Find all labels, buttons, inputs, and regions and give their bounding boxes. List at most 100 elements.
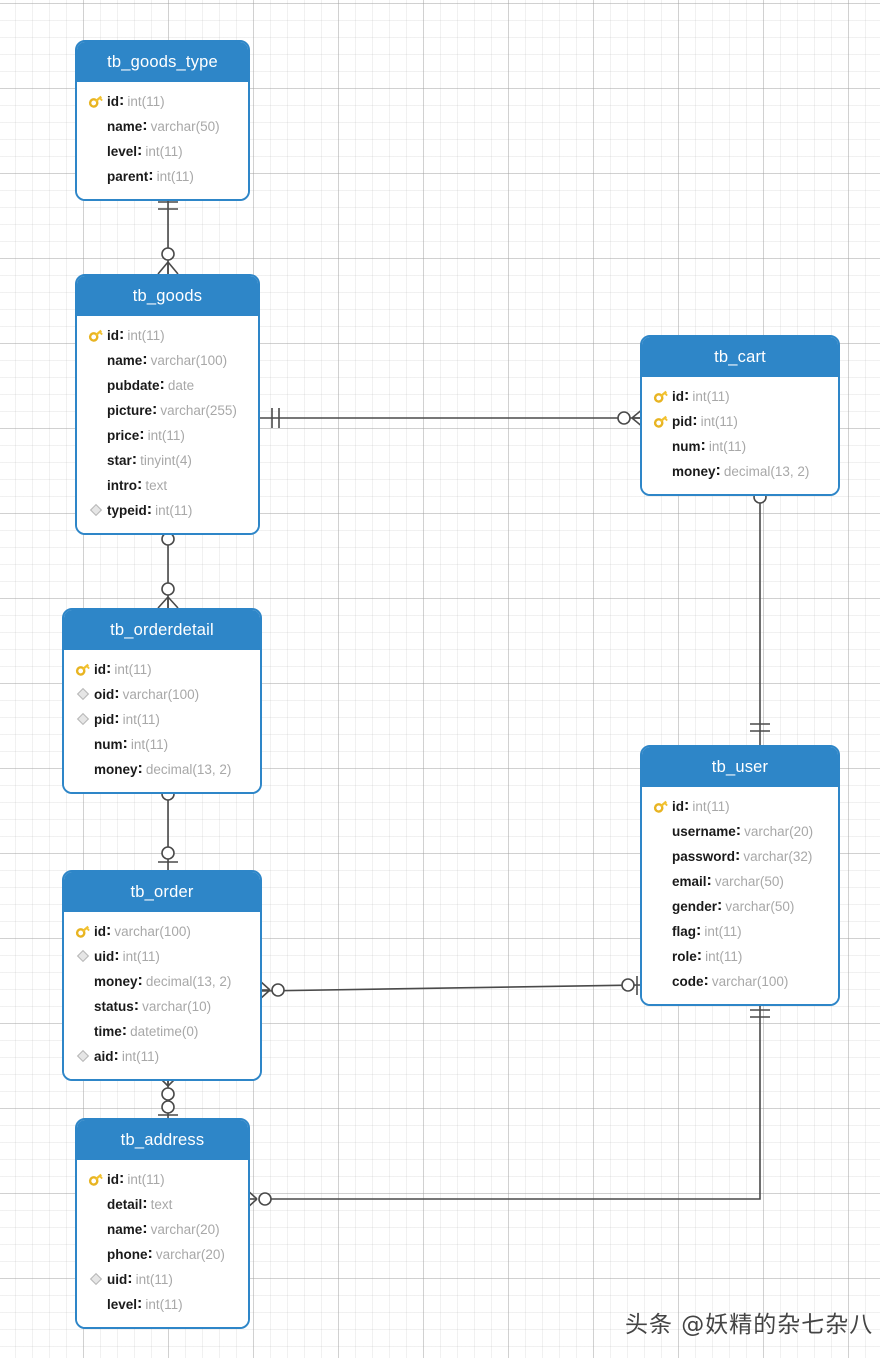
field-row[interactable]: name:varchar(50) (77, 114, 248, 139)
field-row[interactable]: id:int(11) (77, 323, 258, 348)
field-row[interactable]: level:int(11) (77, 139, 248, 164)
field-colon: : (137, 142, 143, 159)
field-row[interactable]: id:int(11) (64, 657, 260, 682)
field-row[interactable]: role:int(11) (642, 944, 838, 969)
field-colon: : (692, 412, 698, 429)
field-name: id (107, 93, 119, 109)
field-name: num (672, 438, 701, 454)
field-name: uid (107, 1271, 128, 1287)
field-icon-none (650, 822, 672, 840)
field-colon: : (146, 501, 153, 518)
field-name: email (672, 873, 707, 889)
field-row[interactable]: star:tinyint(4) (77, 448, 258, 473)
field-row[interactable]: num:int(11) (642, 434, 838, 459)
field-row[interactable]: price:int(11) (77, 423, 258, 448)
field-name: aid (94, 1048, 114, 1064)
field-type: int(11) (700, 413, 738, 429)
field-colon: : (113, 1047, 119, 1064)
entity-fields-tb_user: id:int(11)username:varchar(20)password:v… (642, 786, 838, 1004)
field-row[interactable]: id:int(11) (642, 794, 838, 819)
field-row[interactable]: parent:int(11) (77, 164, 248, 189)
field-row[interactable]: uid:int(11) (77, 1267, 248, 1292)
field-name: typeid (107, 502, 147, 518)
field-row[interactable]: money:decimal(13, 2) (64, 757, 260, 782)
field-colon: : (684, 797, 690, 814)
field-icon-none (85, 476, 107, 494)
field-type: int(11) (692, 798, 730, 814)
field-type: int(11) (147, 427, 185, 443)
entity-fields-tb_goods_type: id:int(11)name:varchar(50)level:int(11)p… (77, 81, 248, 199)
field-name: id (672, 798, 684, 814)
field-row[interactable]: money:decimal(13, 2) (642, 459, 838, 484)
field-row[interactable]: intro:text (77, 473, 258, 498)
field-row[interactable]: oid:varchar(100) (64, 682, 260, 707)
field-row[interactable]: gender:varchar(50) (642, 894, 838, 919)
field-row[interactable]: id:int(11) (77, 89, 248, 114)
field-name: code (672, 973, 704, 989)
field-icon-none (72, 760, 94, 778)
field-icon-none (72, 997, 94, 1015)
field-type: int(11) (156, 168, 194, 184)
field-row[interactable]: flag:int(11) (642, 919, 838, 944)
field-row[interactable]: id:int(11) (77, 1167, 248, 1192)
field-type: text (145, 477, 168, 493)
field-row[interactable]: aid:int(11) (64, 1044, 260, 1069)
field-row[interactable]: num:int(11) (64, 732, 260, 757)
field-colon: : (684, 387, 690, 404)
index-key-icon (72, 947, 94, 965)
field-row[interactable]: id:int(11) (642, 384, 838, 409)
field-row[interactable]: code:varchar(100) (642, 969, 838, 994)
field-icon-none (72, 1022, 94, 1040)
field-row[interactable]: level:int(11) (77, 1292, 248, 1317)
field-type: varchar(100) (114, 923, 191, 939)
field-colon: : (119, 1170, 125, 1187)
primary-key-icon (85, 1170, 107, 1188)
connector-cart-user (749, 477, 771, 745)
field-type: int(11) (122, 711, 160, 727)
field-row[interactable]: pubdate:date (77, 373, 258, 398)
field-row[interactable]: phone:varchar(20) (77, 1242, 248, 1267)
field-row[interactable]: time:datetime(0) (64, 1019, 260, 1044)
field-name: detail (107, 1196, 143, 1212)
field-name: id (672, 388, 684, 404)
field-colon: : (142, 1195, 148, 1212)
field-row[interactable]: uid:int(11) (64, 944, 260, 969)
field-colon: : (706, 872, 712, 889)
field-type: varchar(20) (744, 823, 814, 839)
field-type: varchar(50) (150, 118, 220, 134)
primary-key-icon (650, 797, 672, 815)
field-row[interactable]: money:decimal(13, 2) (64, 969, 260, 994)
field-row[interactable]: status:varchar(10) (64, 994, 260, 1019)
field-row[interactable]: detail:text (77, 1192, 248, 1217)
field-row[interactable]: username:varchar(20) (642, 819, 838, 844)
field-icon-none (85, 451, 107, 469)
field-row[interactable]: name:varchar(100) (77, 348, 258, 373)
field-type: varchar(32) (743, 848, 813, 864)
field-name: time (94, 1023, 122, 1039)
field-type: int(11) (704, 923, 742, 939)
field-row[interactable]: typeid:int(11) (77, 498, 258, 523)
field-type: varchar(10) (142, 998, 212, 1014)
field-row[interactable]: email:varchar(50) (642, 869, 838, 894)
field-row[interactable]: id:varchar(100) (64, 919, 260, 944)
field-row[interactable]: password:varchar(32) (642, 844, 838, 869)
field-type: varchar(20) (155, 1246, 225, 1262)
field-row[interactable]: pid:int(11) (64, 707, 260, 732)
field-row[interactable]: picture:varchar(255) (77, 398, 258, 423)
field-name: num (94, 736, 123, 752)
field-row[interactable]: pid:int(11) (642, 409, 838, 434)
field-name: money (94, 973, 138, 989)
field-type: varchar(100) (150, 352, 228, 368)
field-colon: : (142, 1220, 148, 1237)
field-row[interactable]: name:varchar(20) (77, 1217, 248, 1242)
field-name: picture (107, 402, 153, 418)
